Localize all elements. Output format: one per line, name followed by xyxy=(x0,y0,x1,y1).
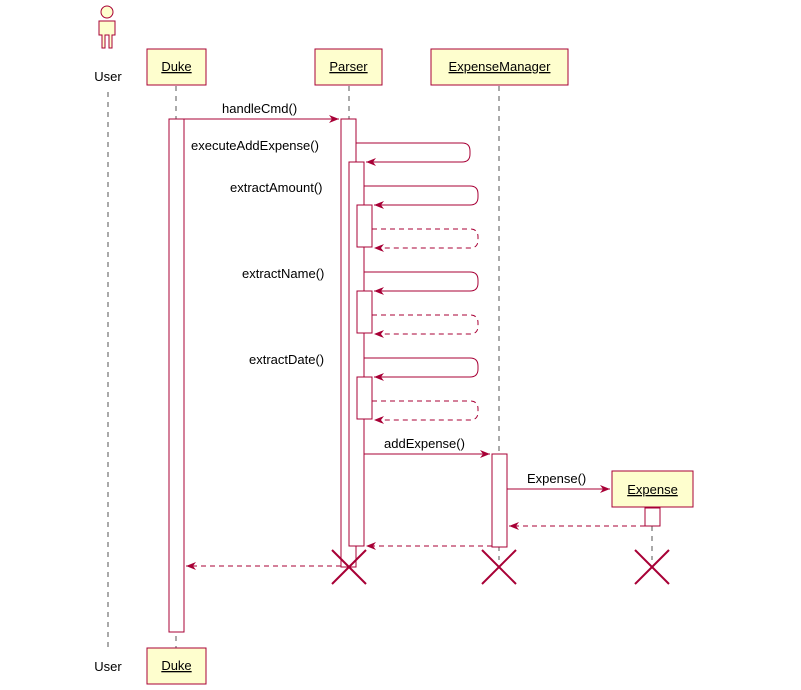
expense-ctor-label: Expense() xyxy=(527,471,586,486)
participant-expense-manager-label: ExpenseManager xyxy=(449,59,552,74)
extract-date-arrow xyxy=(364,357,479,381)
user-actor-icon xyxy=(98,5,116,49)
extract-name-label: extractName() xyxy=(242,266,324,281)
extract-amount-label: extractAmount() xyxy=(230,180,322,195)
participant-expense-label: Expense xyxy=(627,482,678,497)
parser-destroy-icon xyxy=(331,549,367,585)
extract-date-label: extractDate() xyxy=(249,352,324,367)
participant-expense-manager: ExpenseManager xyxy=(430,48,569,86)
extract-name-activation xyxy=(356,290,373,334)
execute-add-expense-arrow xyxy=(356,142,471,166)
extract-name-return-arrow xyxy=(372,314,479,338)
duke-activation xyxy=(168,118,185,633)
add-expense-label: addExpense() xyxy=(384,436,465,451)
parser-nested-activation xyxy=(348,161,365,547)
extract-amount-return-arrow xyxy=(372,228,479,252)
expense-activation xyxy=(644,507,661,527)
participant-duke-bottom-label: Duke xyxy=(161,658,191,673)
participant-expense: Expense xyxy=(611,470,694,508)
expense-manager-destroy-icon xyxy=(481,549,517,585)
extract-date-return-arrow xyxy=(372,400,479,424)
participant-duke-bottom: Duke xyxy=(146,647,207,685)
extract-name-arrow xyxy=(364,271,479,295)
extract-amount-activation xyxy=(356,204,373,248)
extract-amount-arrow xyxy=(364,185,479,209)
user-actor-bottom-label: User xyxy=(94,659,122,674)
participant-parser-label: Parser xyxy=(329,59,368,74)
participant-parser: Parser xyxy=(314,48,383,86)
execute-add-expense-label: executeAddExpense() xyxy=(191,138,319,153)
participant-duke: Duke xyxy=(146,48,207,86)
expense-destroy-icon xyxy=(634,549,670,585)
expense-manager-activation xyxy=(491,453,508,548)
user-actor-label: User xyxy=(94,69,122,84)
participant-duke-label: Duke xyxy=(161,59,191,74)
handle-cmd-label: handleCmd() xyxy=(222,101,297,116)
extract-date-activation xyxy=(356,376,373,420)
